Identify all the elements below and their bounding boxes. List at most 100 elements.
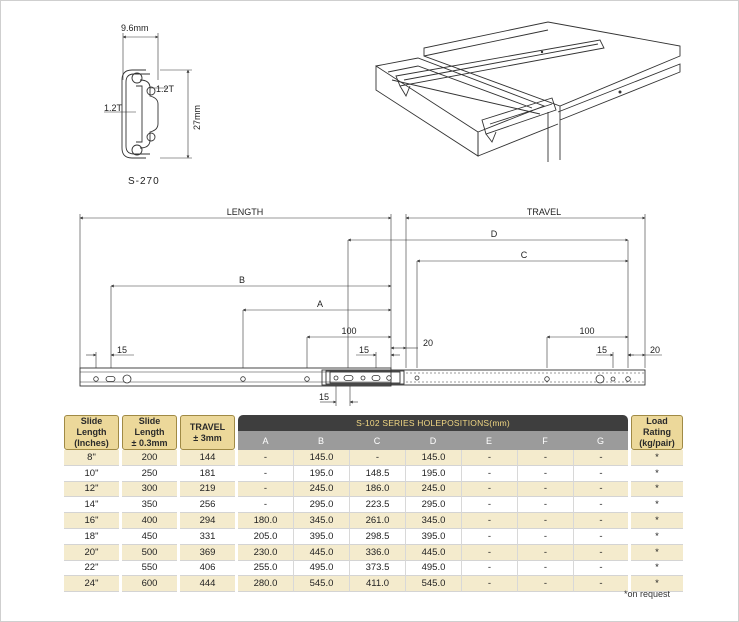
- cell-load: *: [631, 465, 683, 482]
- cell-travel: 369: [180, 544, 235, 561]
- header-line: ± 3mm: [193, 432, 222, 443]
- cell-mm: 400: [122, 513, 177, 529]
- header-col-g: G: [573, 431, 628, 450]
- cell-a: 255.0: [238, 560, 293, 577]
- cell-travel: 219: [180, 481, 235, 498]
- profile-height-label: 27mm: [192, 105, 202, 130]
- cell-f: -: [517, 450, 573, 466]
- cell-b: 445.0: [293, 544, 349, 561]
- cell-load: *: [631, 513, 683, 529]
- header-line: Slide Length: [134, 416, 165, 437]
- cell-b: 545.0: [293, 576, 349, 593]
- cell-load: *: [631, 544, 683, 561]
- dim-c-label: C: [521, 250, 528, 260]
- cell-e: -: [461, 513, 517, 529]
- cell-c: 411.0: [349, 576, 405, 593]
- cell-d: 245.0: [405, 481, 461, 498]
- header-col-e: E: [461, 431, 517, 450]
- technical-drawing: 9.6mm 1.2T 1.2T 27mm S-270: [79, 21, 681, 406]
- cell-b: 345.0: [293, 513, 349, 529]
- cell-mm: 200: [122, 450, 177, 466]
- cell-load: *: [631, 528, 683, 545]
- cell-b: 245.0: [293, 481, 349, 498]
- cell-e: -: [461, 544, 517, 561]
- cell-d: 295.0: [405, 497, 461, 514]
- thickness-outer-label: 1.2T: [156, 84, 175, 94]
- cell-inch: 10": [64, 465, 119, 482]
- header-col-f: F: [517, 431, 573, 450]
- cell-c: 186.0: [349, 481, 405, 498]
- cell-g: -: [573, 544, 628, 561]
- cell-e: -: [461, 450, 517, 466]
- drawer-illustration: [375, 21, 681, 162]
- dim-20-right: 20: [650, 345, 660, 355]
- cell-e: -: [461, 576, 517, 593]
- cell-d: 395.0: [405, 528, 461, 545]
- cell-g: -: [573, 513, 628, 529]
- cell-f: -: [517, 576, 573, 593]
- profile-cross-section: 9.6mm 1.2T 1.2T 27mm S-270: [104, 23, 202, 187]
- cell-a: -: [238, 465, 293, 482]
- dim-15-mid: 15: [359, 345, 369, 355]
- header-line: ± 0.3mm: [131, 438, 168, 448]
- header-line: TRAVEL: [189, 421, 226, 432]
- dim-20-mid: 20: [423, 338, 433, 348]
- cell-travel: 144: [180, 450, 235, 466]
- dim-a-label: A: [317, 299, 323, 309]
- header-col-c: C: [349, 431, 405, 450]
- cell-mm: 600: [122, 576, 177, 593]
- cell-g: -: [573, 450, 628, 466]
- cell-mm: 250: [122, 465, 177, 482]
- header-line: Slide Length: [76, 416, 107, 437]
- cell-inch: 20": [64, 544, 119, 561]
- cell-c: 298.5: [349, 528, 405, 545]
- cell-mm: 450: [122, 528, 177, 545]
- dim-15-left: 15: [117, 345, 127, 355]
- cell-e: -: [461, 528, 517, 545]
- cell-e: -: [461, 481, 517, 498]
- cell-e: -: [461, 497, 517, 514]
- header-col-a: A: [238, 431, 293, 450]
- cell-mm: 350: [122, 497, 177, 514]
- header-col-d: D: [405, 431, 461, 450]
- cell-a: 205.0: [238, 528, 293, 545]
- cell-e: -: [461, 560, 517, 577]
- cell-a: 180.0: [238, 513, 293, 529]
- cell-d: 345.0: [405, 513, 461, 529]
- cell-travel: 294: [180, 513, 235, 529]
- cell-e: -: [461, 465, 517, 482]
- cell-a: -: [238, 497, 293, 514]
- cell-travel: 331: [180, 528, 235, 545]
- cell-load: *: [631, 450, 683, 466]
- cell-travel: 444: [180, 576, 235, 593]
- spec-table: Slide Length (Inches) Slide Length ± 0.3…: [64, 415, 683, 593]
- model-label: S-270: [128, 176, 160, 187]
- cell-c: 373.5: [349, 560, 405, 577]
- cell-travel: 256: [180, 497, 235, 514]
- cell-g: -: [573, 465, 628, 482]
- dim-b-label: B: [239, 275, 245, 285]
- cell-c: -: [349, 450, 405, 466]
- cell-f: -: [517, 544, 573, 561]
- cell-b: 195.0: [293, 465, 349, 482]
- cell-f: -: [517, 465, 573, 482]
- dim-100-left: 100: [341, 326, 356, 336]
- dim-d-label: D: [491, 229, 498, 239]
- cell-a: -: [238, 481, 293, 498]
- cell-d: 195.0: [405, 465, 461, 482]
- header-slide-length-inches: Slide Length (Inches): [64, 415, 119, 450]
- thickness-inner-label: 1.2T: [104, 103, 123, 113]
- cell-load: *: [631, 481, 683, 498]
- cell-b: 395.0: [293, 528, 349, 545]
- cell-g: -: [573, 560, 628, 577]
- cell-a: 280.0: [238, 576, 293, 593]
- cell-travel: 181: [180, 465, 235, 482]
- cell-f: -: [517, 528, 573, 545]
- header-travel: TRAVEL ± 3mm: [180, 415, 235, 450]
- cell-inch: 16": [64, 513, 119, 529]
- cell-g: -: [573, 528, 628, 545]
- cell-inch: 24": [64, 576, 119, 593]
